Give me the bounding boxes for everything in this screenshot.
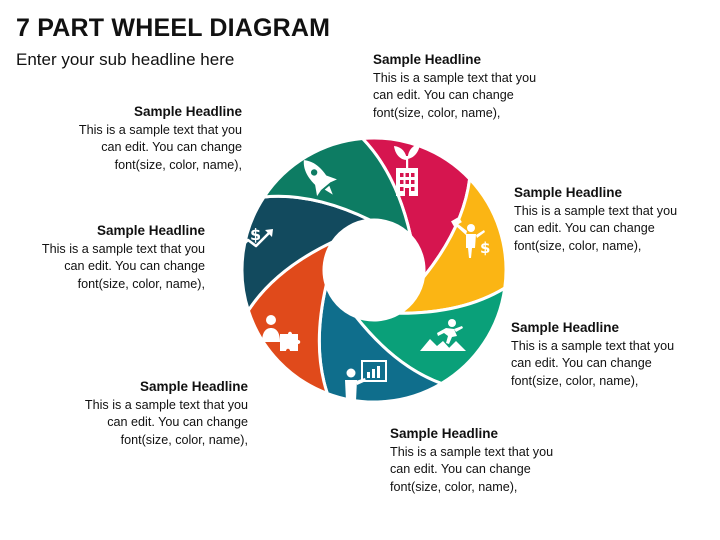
callout-text: This is a sample text that you can edit.… [41, 241, 205, 291]
callout-headline: Sample Headline [390, 426, 499, 441]
wheel-segments [240, 136, 508, 404]
callout-text: This is a sample text that you can edit.… [84, 397, 248, 447]
callout-text: This is a sample text that you can edit.… [390, 444, 554, 494]
page-subtitle: Enter your sub headline here [16, 50, 235, 69]
callout-top-left: Sample Headline This is a sample text th… [42, 103, 242, 174]
wheel-segment-top-left-green [261, 136, 414, 241]
callout-text: This is a sample text that you can edit.… [511, 338, 675, 388]
person-dollar-icon: $ [451, 216, 490, 258]
callout-headline: Sample Headline [514, 185, 623, 200]
plant-building-icon [394, 144, 420, 196]
svg-text:$: $ [480, 239, 490, 257]
callout-bottom-left: Sample Headline This is a sample text th… [48, 378, 248, 449]
callout-text: This is a sample text that you can edit.… [78, 122, 242, 172]
page-title: 7 PART WHEEL DIAGRAM [16, 14, 331, 42]
callout-right-upper: Sample Headline This is a sample text th… [514, 184, 714, 255]
callout-headline: Sample Headline [139, 379, 248, 394]
callout-text: This is a sample text that you can edit.… [373, 70, 537, 120]
presenter-chart-icon [345, 360, 387, 401]
callout-left-middle: Sample Headline This is a sample text th… [5, 222, 205, 293]
callout-headline: Sample Headline [373, 52, 482, 67]
callout-headline: Sample Headline [511, 320, 620, 335]
callout-headline: Sample Headline [96, 223, 205, 238]
people-puzzle-icon [262, 315, 301, 351]
wheel-icons: $ $ [236, 144, 490, 401]
callout-right-lower: Sample Headline This is a sample text th… [511, 319, 711, 390]
dollar-growth-icon: $ [236, 225, 273, 252]
callout-bottom-right: Sample Headline This is a sample text th… [390, 425, 590, 496]
svg-text:$: $ [250, 225, 261, 244]
callout-top-right: Sample Headline This is a sample text th… [373, 51, 573, 122]
rocket-icon [303, 160, 337, 197]
runner-mountain-icon [420, 319, 466, 351]
callout-text: This is a sample text that you can edit.… [514, 203, 678, 253]
callout-headline: Sample Headline [133, 104, 242, 119]
